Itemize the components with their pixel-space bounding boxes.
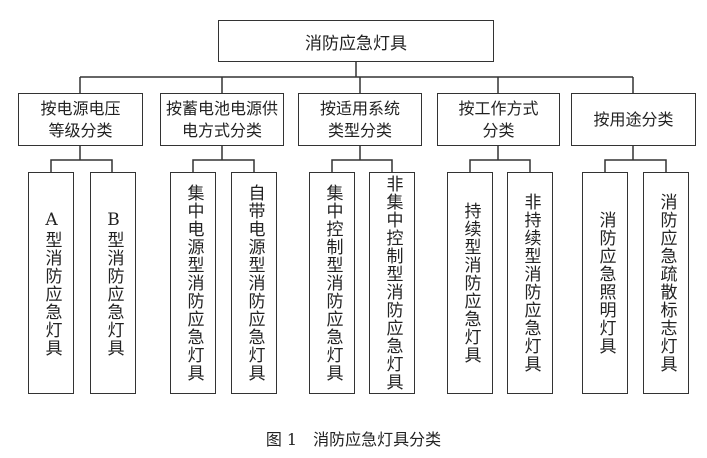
- leaf-node: 自带电源型消防应急灯具: [231, 172, 277, 394]
- leaf-label: 集中控制型消防应急灯具: [322, 184, 343, 382]
- category-system: 按适用系统类型分类: [298, 93, 422, 146]
- category-battery: 按蓄电池电源供电方式分类: [160, 93, 284, 146]
- category-voltage: 按电源电压等级分类: [18, 93, 143, 146]
- leaf-label: 持续型消防应急灯具: [460, 202, 481, 364]
- category-working-mode: 按工作方式分类: [437, 93, 560, 146]
- category-label: 按电源电压等级分类: [40, 98, 121, 140]
- leaf-node: 非集中控制型消防应急灯具: [369, 172, 415, 394]
- leaf-label: 集中电源型消防应急灯具: [183, 184, 204, 382]
- leaf-node: 持续型消防应急灯具: [447, 172, 493, 394]
- leaf-label: A型消防应急灯具: [41, 209, 62, 357]
- leaf-connectors: [50, 146, 667, 172]
- root-label: 消防应急灯具: [305, 33, 407, 54]
- leaf-label: 非持续型消防应急灯具: [520, 193, 541, 373]
- leaf-label: 消防应急疏散标志灯具: [656, 193, 677, 373]
- leaf-label: B型消防应急灯具: [103, 209, 124, 357]
- leaf-node: 消防应急照明灯具: [582, 172, 628, 394]
- figure-caption: 图 1 消防应急灯具分类: [0, 426, 707, 450]
- leaf-node: B型消防应急灯具: [90, 172, 136, 394]
- category-label: 按工作方式分类: [458, 98, 539, 140]
- figure-number: 图 1: [265, 430, 298, 449]
- leaf-node: 非持续型消防应急灯具: [507, 172, 553, 394]
- leaf-label: 自带电源型消防应急灯具: [244, 184, 265, 382]
- leaf-node: A型消防应急灯具: [28, 172, 74, 394]
- category-purpose: 按用途分类: [571, 93, 696, 146]
- leaf-label: 非集中控制型消防应急灯具: [382, 175, 403, 391]
- category-label: 按用途分类: [593, 109, 674, 129]
- root-node: 消防应急灯具: [218, 20, 494, 62]
- leaf-node: 集中电源型消防应急灯具: [170, 172, 216, 394]
- leaf-node: 集中控制型消防应急灯具: [309, 172, 355, 394]
- category-label: 按蓄电池电源供电方式分类: [166, 98, 279, 140]
- figure-title: 消防应急灯具分类: [313, 430, 442, 449]
- leaf-label: 消防应急照明灯具: [595, 211, 616, 355]
- category-label: 按适用系统类型分类: [319, 98, 400, 140]
- leaf-node: 消防应急疏散标志灯具: [643, 172, 689, 394]
